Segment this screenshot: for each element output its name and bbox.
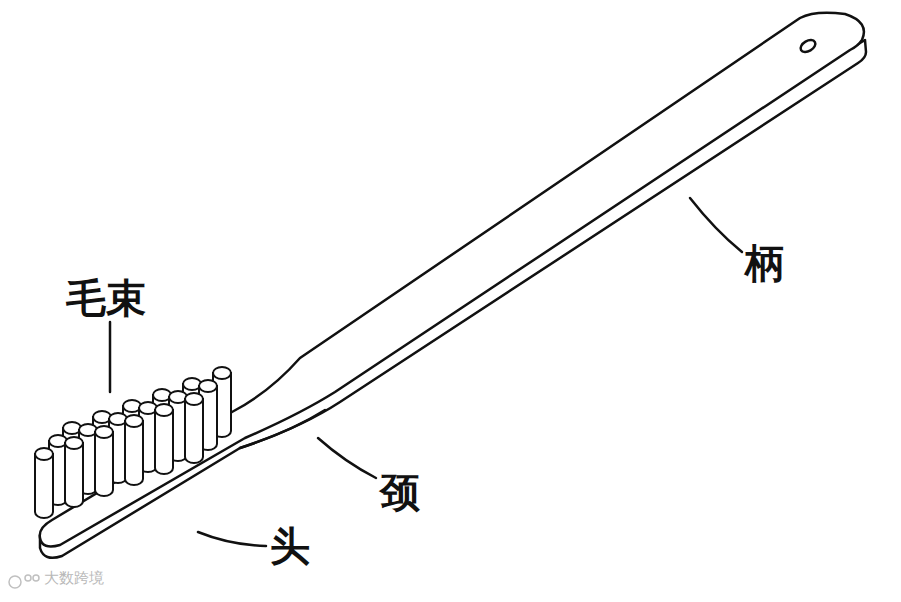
watermark: 大数跨境 [44,571,104,586]
neck-edge [240,410,325,448]
toothbrush-top-face [40,13,864,547]
bristle-tuft [65,443,83,507]
bristle-tuft [125,421,143,485]
bristle-tufts [35,367,231,518]
bristle-tuft-top [185,393,203,405]
bristle-tuft [185,399,203,463]
bristle-tuft [95,432,113,496]
bristle-tuft-top [125,415,143,427]
bristle-tuft-top [213,367,231,379]
part-label: 柄 [745,243,785,283]
part-label: 颈 [380,472,420,512]
hang-hole [799,38,818,55]
part-label: 毛束 [66,278,146,318]
bristle-tuft-top [155,404,173,416]
bristle-tuft-top [95,426,113,438]
bristle-tuft-top [65,437,83,449]
bristle-tuft [155,410,173,474]
bristle-tuft-top [199,380,217,392]
leader-line [318,438,376,478]
part-label: 头 [270,526,310,566]
leader-line [690,198,742,252]
leader-line [109,322,112,392]
leader-line [198,532,266,546]
bristle-tuft [35,454,53,518]
bristle-tuft-top [35,448,53,460]
watermark-logo [9,575,39,588]
